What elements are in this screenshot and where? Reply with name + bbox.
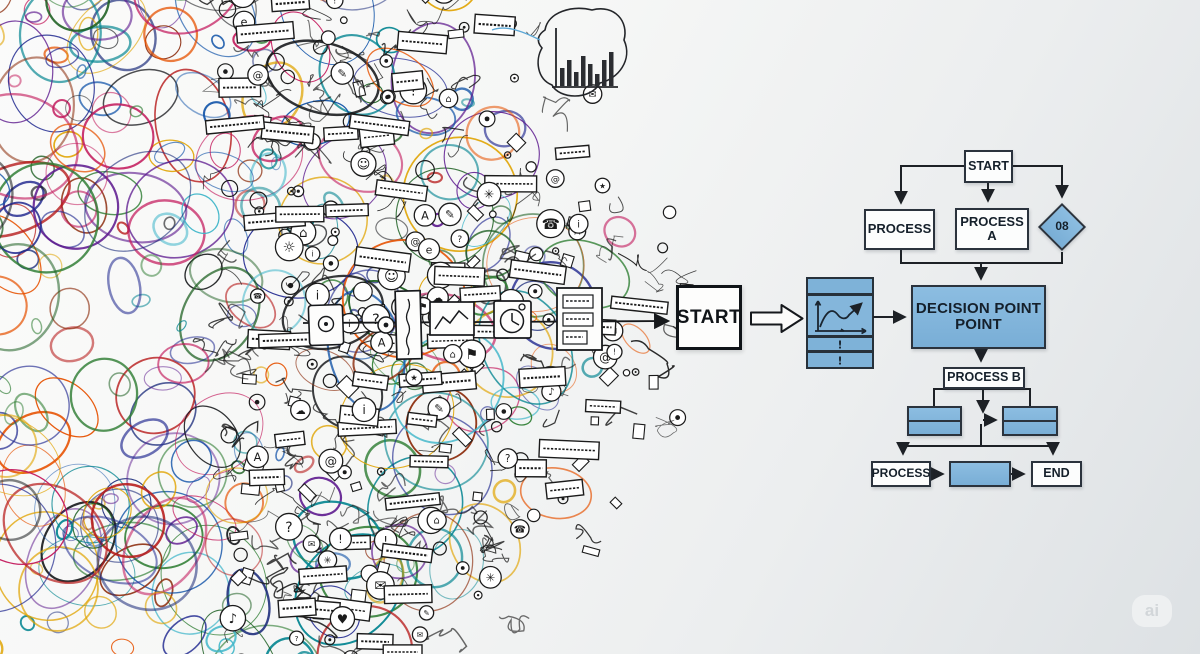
vertical-label-box <box>394 289 423 361</box>
svg-text:!: ! <box>410 84 416 100</box>
svg-text:☁: ☁ <box>295 405 305 417</box>
svg-text:✉: ✉ <box>417 630 424 639</box>
chart-doodle-box <box>429 301 475 336</box>
svg-text:♪: ♪ <box>548 387 554 398</box>
svg-text:☺: ☺ <box>357 158 371 173</box>
diamond-label: 08 <box>1055 219 1069 234</box>
svg-text:⚑: ⚑ <box>465 347 478 363</box>
svg-text:⚑: ⚑ <box>419 302 427 312</box>
doodle-bar-chart <box>491 7 628 97</box>
svg-text:?: ? <box>505 454 510 465</box>
svg-text:@: @ <box>253 69 264 82</box>
flowchart-node-blue-left <box>907 406 962 436</box>
svg-text:i: i <box>362 402 365 417</box>
alert-mark-icon: ! <box>837 339 842 352</box>
svg-text:♪: ♪ <box>229 612 238 627</box>
svg-text:✳: ✳ <box>484 187 494 202</box>
svg-text:✎: ✎ <box>337 66 347 80</box>
flowchart-node-end: END <box>1031 461 1082 487</box>
svg-text:A: A <box>421 209 429 222</box>
svg-text:?: ? <box>285 520 292 536</box>
chart-panel-icon: ! ! <box>806 277 874 369</box>
doodle-icons-layer: ✳?✳!✎??✎Aie✎✎☺✉?!⌂A✉⌂☺✳☁@i⚑♪@?ei♪A☺A✎☁@?… <box>204 0 669 654</box>
flowchart-node-process-a: PROCESS A <box>955 208 1029 250</box>
divider-line <box>1004 419 1056 422</box>
svg-text:✉: ✉ <box>308 540 315 550</box>
svg-text:✳: ✳ <box>324 555 332 566</box>
svg-text:★: ★ <box>410 372 418 382</box>
chaos-start-box: START <box>676 285 742 350</box>
svg-text:☎: ☎ <box>253 292 262 301</box>
svg-text:✎: ✎ <box>423 609 429 618</box>
chaos-start-label: START <box>676 306 742 328</box>
svg-text:@: @ <box>410 237 420 248</box>
svg-text:⌂: ⌂ <box>445 94 451 105</box>
svg-text:✎: ✎ <box>445 208 455 222</box>
svg-text:?: ? <box>372 311 380 328</box>
scribble-loops-layer <box>0 0 651 654</box>
flowchart-node-process-b: PROCESS B <box>943 367 1025 389</box>
svg-text:⌂: ⌂ <box>450 349 456 360</box>
flowchart-node-start: START <box>964 150 1013 183</box>
svg-text:⌂: ⌂ <box>239 0 247 4</box>
decision-label-line2: POINT <box>955 316 1002 333</box>
svg-text:☎: ☎ <box>542 216 560 233</box>
svg-text:✳: ✳ <box>486 570 496 584</box>
alert-mark-icon: ! <box>837 355 842 368</box>
svg-text:☁: ☁ <box>432 292 443 305</box>
svg-text:⌂: ⌂ <box>434 516 440 527</box>
svg-text:A: A <box>378 337 386 350</box>
flowchart-node-blue-bottom <box>949 461 1011 487</box>
eye-doodle-box <box>307 303 345 347</box>
svg-text:i: i <box>312 250 314 259</box>
svg-text:☼: ☼ <box>283 240 296 256</box>
list-doodle-box <box>556 287 603 351</box>
clock-doodle-box <box>493 300 532 339</box>
svg-text:!: ! <box>613 348 616 357</box>
svg-text:?: ? <box>457 235 462 245</box>
ai-watermark-badge: ai <box>1132 595 1172 627</box>
svg-text:?: ? <box>295 634 299 643</box>
divider-line <box>909 419 960 422</box>
svg-text:e: e <box>241 16 248 29</box>
svg-text:i: i <box>316 288 319 303</box>
svg-text:☎: ☎ <box>514 524 526 535</box>
svg-text:!: ! <box>383 534 388 548</box>
svg-text:✉: ✉ <box>374 579 386 595</box>
svg-text:☺: ☺ <box>384 269 399 285</box>
ai-watermark-label: ai <box>1144 601 1160 620</box>
flowchart-node-decision: DECISION POINT POINT <box>911 285 1046 349</box>
svg-text:!: ! <box>338 532 343 546</box>
svg-text:★: ★ <box>599 181 606 190</box>
svg-text:@: @ <box>551 174 560 185</box>
decision-label-line1: DECISION POINT <box>915 299 1042 317</box>
svg-text:♥: ♥ <box>337 611 348 626</box>
svg-text:!: ! <box>333 0 336 6</box>
svg-text:✎: ✎ <box>434 402 444 416</box>
svg-text:✉: ✉ <box>589 90 597 101</box>
transform-arrow <box>750 304 804 333</box>
svg-text:i: i <box>577 219 580 230</box>
svg-text:e: e <box>426 243 433 256</box>
svg-text:i: i <box>348 319 351 330</box>
flowchart-node-process-bottom: PROCESS <box>871 461 931 487</box>
chaos-process-chain <box>302 287 671 361</box>
flowchart-connectors <box>873 165 1069 481</box>
flowchart-node-blue-right <box>1002 406 1058 436</box>
svg-text:@: @ <box>325 454 338 469</box>
svg-text:⌂: ⌂ <box>299 226 307 241</box>
svg-text:A: A <box>254 451 262 464</box>
flowchart-node-process: PROCESS <box>864 209 935 250</box>
eyeball-pupil <box>383 322 389 328</box>
